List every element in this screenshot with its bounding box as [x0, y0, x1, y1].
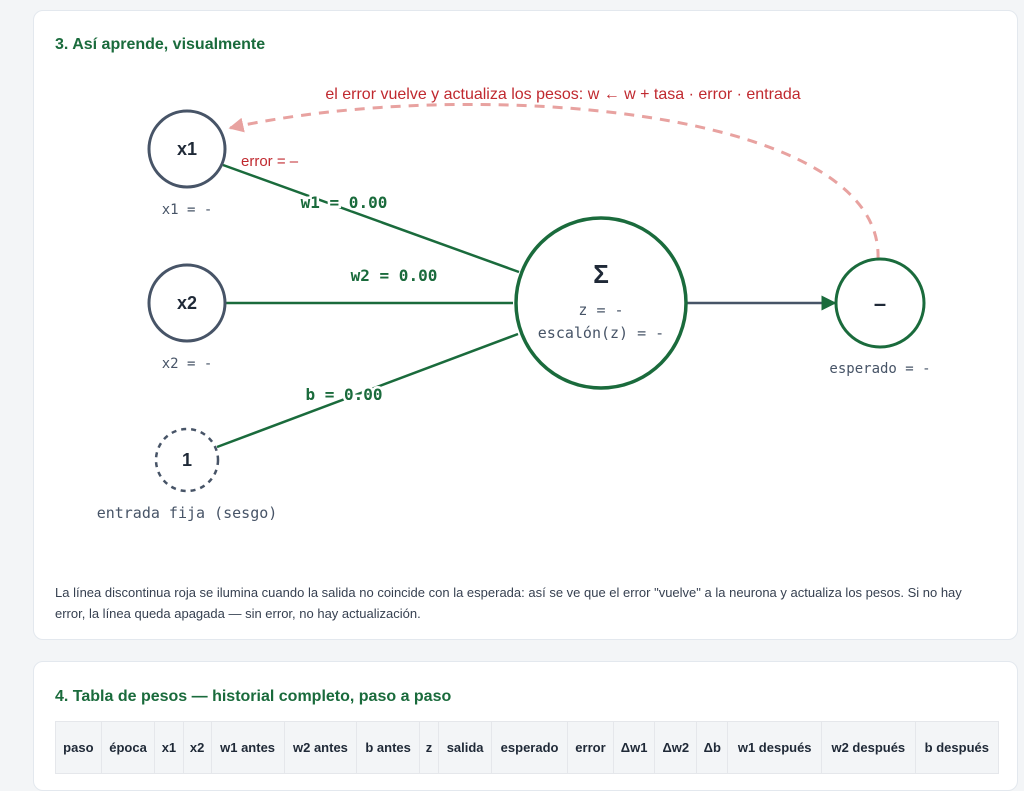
diagram-caption: La línea discontinua roja se ilumina cua… [55, 585, 962, 621]
sum-node [514, 216, 688, 390]
input-x1-value: x1 = - [162, 202, 213, 218]
visual-learning-card: 3. Así aprende, visualmente el error vue… [33, 10, 1018, 640]
error-feedback-arrow [228, 103, 880, 260]
col-b-antes: b antes [356, 721, 420, 774]
col-dw2: Δw2 [654, 721, 698, 774]
input-x2-value: x2 = - [162, 356, 213, 372]
bias-node [154, 427, 220, 493]
connection-x1 [222, 163, 520, 274]
input-node-x2 [147, 263, 227, 343]
table-header-row: paso época x1 x2 w1 antes w2 antes b ant… [55, 721, 1000, 774]
output-node [834, 257, 926, 349]
connection-bias [216, 332, 519, 449]
output-symbol: – [874, 291, 886, 316]
input-node-x1 [147, 109, 227, 189]
col-salida: salida [438, 721, 493, 774]
input-node-x2-label: x2 [177, 293, 197, 313]
col-paso: paso [55, 721, 102, 774]
weight-w1-label: w1 = 0.00 [301, 193, 388, 212]
input-node-x1-label: x1 [177, 139, 197, 159]
expected-label: esperado = - [829, 361, 930, 377]
col-epoca: época [100, 721, 156, 774]
col-x2: x2 [182, 721, 212, 774]
weight-w2-label: w2 = 0.00 [351, 266, 438, 285]
weights-table-card: 4. Tabla de pesos — historial completo, … [33, 661, 1018, 791]
col-b-despues: b después [914, 721, 1000, 774]
step-label: escalón(z) = - [538, 324, 664, 342]
col-esperado: esperado [491, 721, 569, 774]
col-w1-antes: w1 antes [210, 721, 285, 774]
sum-symbol: Σ [593, 259, 609, 289]
col-w1-despues: w1 después [727, 721, 823, 774]
z-label: z = - [578, 301, 623, 319]
feedback-label: el error vuelve y actualiza los pesos: w… [325, 86, 800, 103]
section-title: 4. Tabla de pesos — historial completo, … [55, 688, 452, 705]
bias-node-label: 1 [182, 450, 192, 470]
history-table: paso época x1 x2 w1 antes w2 antes b ant… [55, 721, 1000, 774]
col-dw1: Δw1 [612, 721, 656, 774]
col-z: z [418, 721, 440, 774]
bias-caption: entrada fija (sesgo) [97, 504, 278, 522]
col-w2-antes: w2 antes [283, 721, 358, 774]
col-x1: x1 [154, 721, 184, 774]
col-w2-despues: w2 después [821, 721, 916, 774]
section-title: 3. Así aprende, visualmente [55, 36, 266, 53]
col-error: error [567, 721, 614, 774]
error-label: error = – [241, 153, 299, 170]
perceptron-diagram: el error vuelve y actualiza los pesos: w… [97, 86, 931, 522]
weight-b-label: b = 0.00 [305, 385, 382, 404]
col-db: Δb [696, 721, 729, 774]
